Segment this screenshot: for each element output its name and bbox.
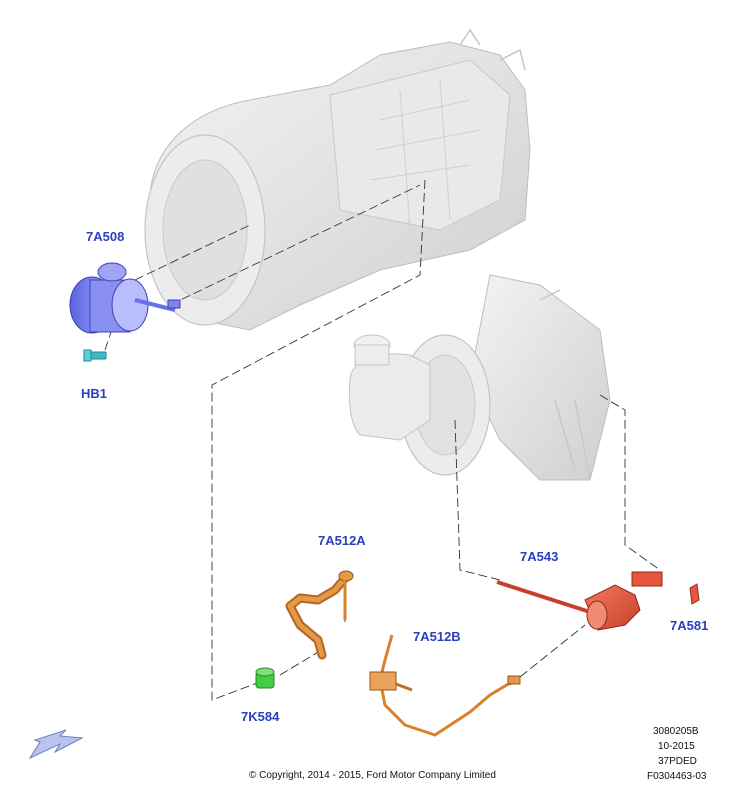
callout-7a581[interactable]: 7A581 [670,618,709,633]
callout-7k584[interactable]: 7K584 [241,709,280,724]
transmission-housing [144,28,531,331]
callout-7a543[interactable]: 7A543 [520,549,559,564]
copyright-notice: © Copyright, 2014 - 2015, Ford Motor Com… [249,770,496,781]
ref-code: 3080205B [653,726,699,737]
brake-booster-assembly [348,274,611,481]
arrow-down-left-icon[interactable] [28,729,84,760]
hydraulic-line-7a512a [285,570,354,660]
leader-lines [104,179,661,701]
figure-id: F0304463-03 [647,771,707,782]
model-code: 37PDED [658,756,697,767]
clip-7a581 [689,583,700,605]
bolt-hb1 [83,349,107,362]
callout-7a512a[interactable]: 7A512A [318,533,366,548]
hydraulic-line-7a512b [369,634,521,737]
clutch-slave-cylinder [69,262,181,334]
callout-hb1[interactable]: HB1 [81,386,108,401]
date-code: 10-2015 [658,741,695,752]
callout-7a508[interactable]: 7A508 [86,229,125,244]
clutch-master-cylinder [496,571,663,631]
bushing-7k584 [255,667,275,689]
callout-7a512b[interactable]: 7A512B [413,629,461,644]
